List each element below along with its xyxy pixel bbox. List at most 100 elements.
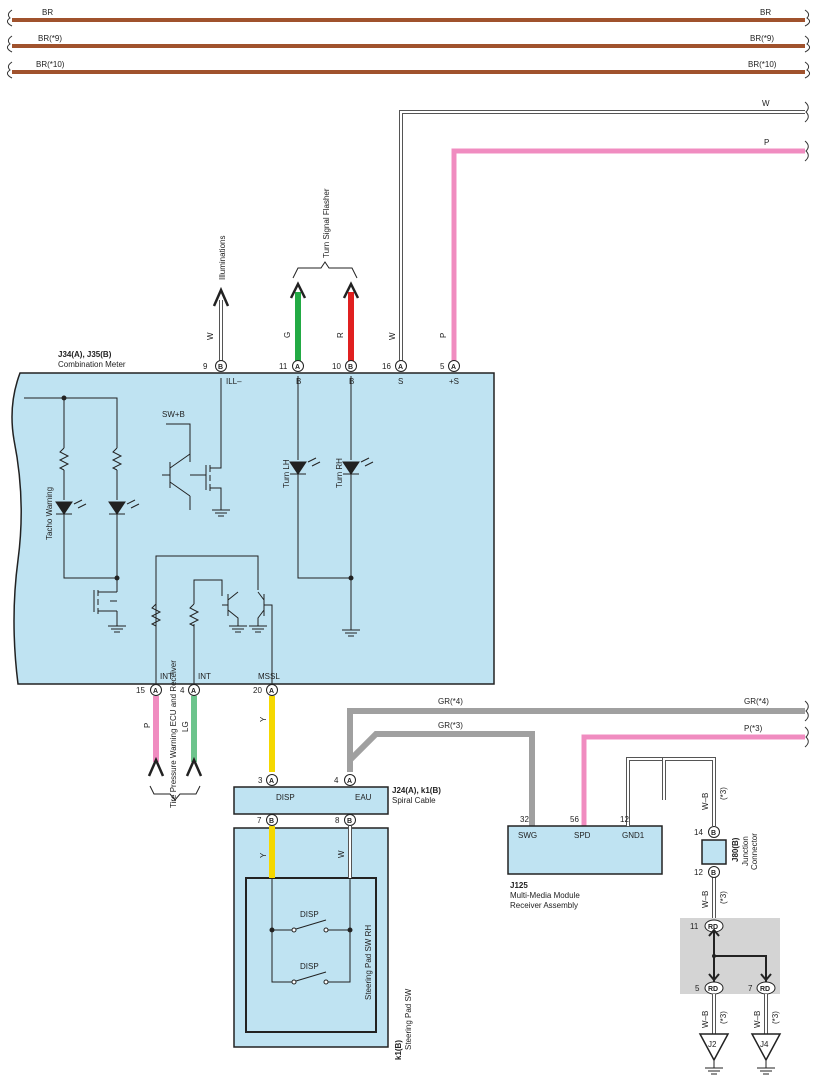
steering-pad-switches bbox=[269, 878, 353, 985]
j80-name-2: Connector bbox=[750, 833, 759, 870]
steering-pad-rh-box bbox=[245, 877, 377, 1033]
rd-out-7-conn: RD bbox=[760, 986, 770, 993]
spiral-cable: J24(A), k1(B) Spiral Cable A 3 DISP A 4 … bbox=[233, 774, 441, 826]
turn-signal-destination: Turn Signal Flasher G R W P bbox=[283, 188, 448, 364]
multimedia-name-1: Multi-Media Module bbox=[510, 891, 580, 900]
j80-box bbox=[701, 839, 727, 865]
spiral-pin-8-num: 8 bbox=[335, 816, 340, 825]
combination-meter-box bbox=[11, 372, 495, 685]
pin-9-term: ILL– bbox=[226, 377, 242, 386]
wb-note-j4: (*3) bbox=[771, 1011, 780, 1024]
gr-wires: GR(*4) GR(*4) GR(*3) P(*3) bbox=[347, 697, 809, 826]
combination-meter: J34(A), J35(B) Combination Meter B 9 ILL… bbox=[11, 350, 495, 685]
pin-10-term: B bbox=[349, 377, 354, 386]
wb-label-j4: W–B bbox=[753, 1011, 762, 1028]
steering-pad-sw: Y W DISP DISP Steering Pad SW RH k1(B) S… bbox=[233, 826, 413, 1060]
wire-label-lg: LG bbox=[181, 721, 190, 732]
br-bus-1-right-label: BR bbox=[760, 8, 771, 17]
br-bus-2-right-label: BR(*9) bbox=[750, 34, 774, 43]
wb-label-top: W–B bbox=[701, 793, 710, 810]
j80-top-conn: B bbox=[711, 830, 716, 837]
rd-in-num: 11 bbox=[690, 922, 699, 931]
spiral-wire-w-label: W bbox=[337, 850, 346, 858]
pin-20-conn: A bbox=[269, 688, 274, 695]
pin-4-conn: A bbox=[191, 688, 196, 695]
j80-bot-num: 12 bbox=[694, 868, 703, 877]
rd-out-7-num: 7 bbox=[748, 984, 753, 993]
pin-16-conn: A bbox=[398, 364, 403, 371]
j80-code: J80(B) bbox=[731, 837, 740, 862]
ground-j4-label: J4 bbox=[760, 1040, 769, 1049]
pin-10-conn: B bbox=[348, 364, 353, 371]
spiral-pin-4-term: EAU bbox=[355, 793, 372, 802]
mm-pin-56-num: 56 bbox=[570, 815, 579, 824]
rd-out-5-num: 5 bbox=[695, 984, 700, 993]
illuminations-label: Illuminations bbox=[218, 236, 227, 280]
wire-label-w-9: W bbox=[206, 332, 215, 340]
multimedia-module: 32 SWG 56 SPD 12 GND1 J125 Multi-Media M… bbox=[507, 757, 666, 910]
illuminations-destination: Illuminations W bbox=[206, 236, 230, 364]
br-bus-2-left-label: BR(*9) bbox=[38, 34, 62, 43]
rd-in-conn: RD bbox=[708, 924, 718, 931]
combination-meter-code: J34(A), J35(B) bbox=[58, 350, 112, 359]
spiral-cable-code: J24(A), k1(B) bbox=[392, 786, 441, 795]
turn-signal-label: Turn Signal Flasher bbox=[322, 188, 331, 258]
gr3-label: GR(*3) bbox=[438, 721, 463, 730]
br-bus-1-left-label: BR bbox=[42, 8, 53, 17]
right-wires-top: W P bbox=[399, 99, 809, 364]
steering-pad-name: Steering Pad SW bbox=[404, 988, 413, 1050]
ground-j2-label: J2 bbox=[708, 1040, 717, 1049]
pin-15-conn: A bbox=[153, 688, 158, 695]
steering-pad-code: k1(B) bbox=[394, 1040, 403, 1060]
pin-16-term: S bbox=[398, 377, 403, 386]
pin-11-conn: A bbox=[295, 364, 300, 371]
j80-name-1: Junction bbox=[741, 836, 750, 866]
multimedia-name-2: Receiver Assembly bbox=[510, 901, 578, 910]
meter-top-pins: B 9 ILL– A 11 B B 10 B A 16 S A 5 +S bbox=[203, 360, 460, 386]
wb-note-j2: (*3) bbox=[719, 1011, 728, 1024]
multimedia-code: J125 bbox=[510, 881, 528, 890]
pin-15-num: 15 bbox=[136, 686, 145, 695]
pin-9-num: 9 bbox=[203, 362, 208, 371]
tpw-ecu-label: Tire Pressure Warning ECU and Receiver bbox=[169, 660, 178, 808]
wire-label-y: Y bbox=[259, 716, 268, 722]
pin-20-term: MSSL bbox=[258, 672, 280, 681]
pin-5-term: +S bbox=[449, 377, 459, 386]
tacho-warning-label: Tacho Warning bbox=[45, 487, 54, 540]
pin-11-term: B bbox=[296, 377, 301, 386]
br-bus-3-right-label: BR(*10) bbox=[748, 60, 777, 69]
wire-label-w-16: W bbox=[388, 332, 397, 340]
turn-rh-label: Turn RH bbox=[335, 458, 344, 488]
wire-label-p-15: P bbox=[143, 723, 152, 728]
junction-and-ground: B 14 B 12 W–B (*3) W–B (*3) J80(B) Junct… bbox=[662, 757, 782, 1075]
spiral-pin-4-num: 4 bbox=[334, 776, 339, 785]
spiral-wire-y-label: Y bbox=[259, 852, 268, 858]
meter-bottom-pins: INT INT MSSL bbox=[160, 672, 280, 681]
gr4-left-label: GR(*4) bbox=[438, 697, 463, 706]
wire-label-p-5: P bbox=[439, 333, 448, 338]
spiral-pin-3-num: 3 bbox=[258, 776, 263, 785]
spiral-pin-3-term: DISP bbox=[276, 793, 295, 802]
combination-meter-name: Combination Meter bbox=[58, 360, 126, 369]
wb-label-j2: W–B bbox=[701, 1011, 710, 1028]
j80-top-num: 14 bbox=[694, 828, 703, 837]
pin-20-num: 20 bbox=[253, 686, 262, 695]
spiral-pin-8-conn: B bbox=[347, 818, 352, 825]
turn-lh-label: Turn LH bbox=[282, 459, 291, 488]
ground-j4-triangle bbox=[750, 1033, 782, 1062]
multimedia-box bbox=[507, 825, 663, 875]
pin-16-num: 16 bbox=[382, 362, 391, 371]
steering-pad-rh-label: Steering Pad SW RH bbox=[364, 925, 373, 1000]
spiral-pin-7-num: 7 bbox=[257, 816, 262, 825]
rd-out-5-conn: RD bbox=[708, 986, 718, 993]
mm-pin-56-term: SPD bbox=[574, 831, 591, 840]
switch-disp-1: DISP bbox=[300, 910, 319, 919]
wb-note-top: (*3) bbox=[719, 787, 728, 800]
p-wire-label: P bbox=[764, 138, 769, 147]
j80-bot-conn: B bbox=[711, 870, 716, 877]
mm-pin-32-term: SWG bbox=[518, 831, 537, 840]
pin-4-num: 4 bbox=[180, 686, 185, 695]
spiral-pin-3-conn: A bbox=[269, 778, 274, 785]
wire-label-g: G bbox=[283, 332, 292, 338]
